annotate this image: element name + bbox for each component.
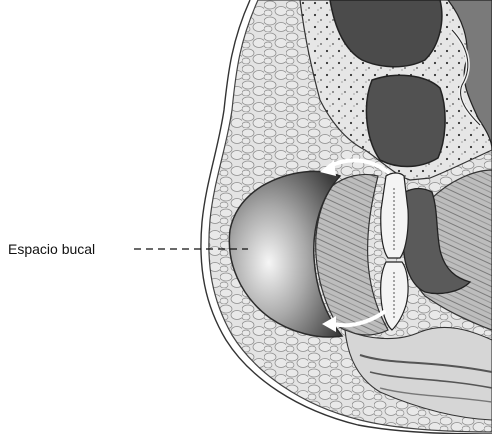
buccal-space-label: Espacio bucal bbox=[8, 240, 95, 258]
sinus-cavity-main bbox=[366, 75, 445, 166]
upper-tooth bbox=[381, 173, 408, 258]
